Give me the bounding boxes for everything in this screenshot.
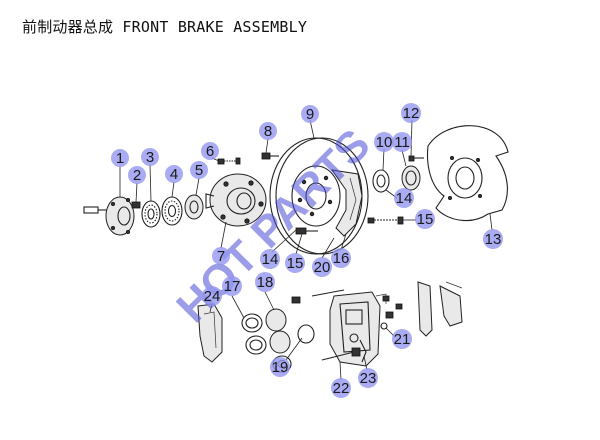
bracket-bolt-drawing — [367, 216, 404, 225]
callout-5: 5 — [190, 161, 208, 179]
callout-label: 19 — [272, 359, 289, 376]
wheel-hub-drawing — [205, 173, 267, 227]
callout-label: 24 — [204, 288, 221, 305]
lower-pin-drawing — [321, 347, 361, 361]
callout-11: 11 — [392, 132, 412, 152]
callout-label: 11 — [394, 134, 410, 151]
callout-20: 20 — [312, 257, 332, 277]
wheel-stud-drawing — [261, 152, 279, 160]
bleeder-screw-drawing — [380, 295, 403, 330]
callout-23: 23 — [358, 368, 378, 388]
callout-label: 8 — [264, 123, 272, 140]
callout-label: 16 — [333, 250, 350, 267]
caliper-bracket-drawing — [330, 169, 363, 237]
callout-label: 21 — [394, 331, 411, 348]
callout-15-left: 15 — [285, 253, 305, 273]
callout-label: 7 — [217, 248, 225, 265]
callout-label: 18 — [257, 274, 274, 291]
bearing-ring-drawing — [372, 165, 421, 193]
spring-clip-drawing — [359, 339, 367, 363]
brake-pad-left-drawing — [197, 303, 223, 363]
callout-label: 15 — [417, 211, 434, 228]
callout-9: 9 — [301, 105, 319, 123]
callout-label: 23 — [360, 370, 377, 387]
callout-8: 8 — [259, 122, 277, 140]
callout-label: 13 — [485, 231, 502, 248]
callout-17: 17 — [222, 276, 242, 296]
hub-bolt-drawing — [83, 206, 108, 214]
callout-12: 12 — [401, 103, 421, 123]
callout-label: 14 — [262, 251, 279, 268]
callout-label: 14 — [396, 190, 413, 207]
callout-label: 5 — [195, 162, 203, 179]
piston-seal-drawing — [241, 313, 267, 355]
callout-2: 2 — [128, 166, 146, 184]
callout-21: 21 — [392, 329, 412, 349]
caliper-guide-pin-drawing — [291, 289, 345, 304]
callout-label: 4 — [170, 166, 178, 183]
callout-leaders — [119, 119, 493, 381]
callout-label: 20 — [314, 259, 331, 276]
callout-label: 12 — [403, 105, 420, 122]
callout-4: 4 — [165, 165, 183, 183]
callout-label: 6 — [206, 143, 214, 160]
callout-13: 13 — [483, 229, 503, 249]
caliper-body-drawing — [329, 291, 387, 367]
callout-label: 22 — [333, 380, 350, 397]
callout-7: 7 — [212, 247, 230, 265]
caliper-piston-drawing — [265, 308, 315, 354]
callout-19: 19 — [270, 357, 290, 377]
callout-16: 16 — [331, 248, 351, 268]
callout-label: 1 — [116, 150, 124, 167]
callout-labels: 1 2 3 4 5 6 7 8 9 10 11 12 13 14 14 15 1… — [111, 103, 503, 398]
callout-6: 6 — [201, 142, 219, 160]
callout-18: 18 — [255, 272, 275, 292]
callout-24: 24 — [202, 286, 222, 306]
callout-3: 3 — [141, 148, 159, 166]
dust-shield-bolt-drawing — [408, 155, 424, 162]
brake-pad-right-drawing — [417, 281, 463, 337]
callout-14-right: 14 — [394, 188, 414, 208]
callout-label: 3 — [146, 149, 154, 166]
dust-shield-drawing — [426, 125, 509, 222]
guide-pin-drawing — [295, 227, 318, 235]
callout-15-right: 15 — [415, 209, 435, 229]
callout-label: 10 — [376, 134, 393, 151]
hub-cap-drawing — [105, 196, 135, 236]
callout-14-left: 14 — [260, 249, 280, 269]
callout-label: 15 — [287, 255, 304, 272]
callout-1: 1 — [111, 149, 129, 167]
lock-nut-drawing — [131, 201, 141, 209]
outer-bearing-drawing — [141, 200, 161, 228]
small-bolt-drawing — [217, 157, 241, 165]
callout-label: 17 — [224, 278, 241, 295]
callout-label: 2 — [133, 167, 141, 184]
inner-bearing-drawing — [161, 196, 183, 226]
callout-22: 22 — [331, 378, 351, 398]
callout-label: 9 — [306, 106, 314, 123]
oil-seal-drawing — [184, 194, 204, 220]
page-title: 前制动器总成 FRONT BRAKE ASSEMBLY — [22, 18, 308, 36]
callout-10: 10 — [374, 132, 394, 152]
